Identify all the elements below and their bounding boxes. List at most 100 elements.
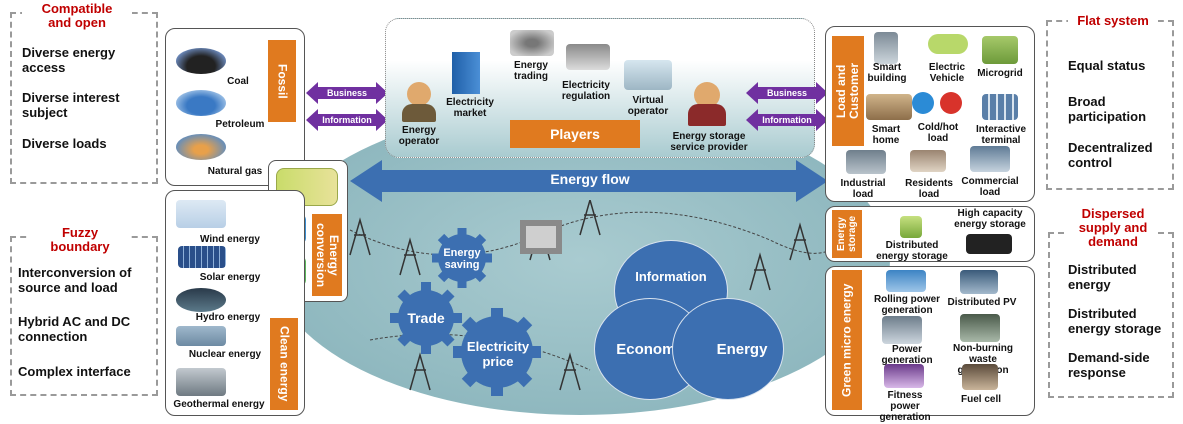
smart-home-image (866, 94, 912, 120)
electricity-market-label: Electricity market (446, 97, 494, 119)
nuclear-image (176, 326, 226, 346)
left-information-label: Information (322, 115, 372, 125)
information-circle-label: Information (635, 268, 707, 284)
fitness-power-label: Fitness power generation (879, 390, 931, 423)
right-business-label: Business (766, 88, 808, 98)
coal-image (176, 48, 226, 74)
rolling-power-label: Rolling power generation (873, 294, 941, 316)
virtual-operator-image (624, 60, 672, 90)
trade-gear: Trade (407, 310, 445, 326)
flat-system-title: Flat system (1068, 14, 1158, 28)
geothermal-energy-label: Geothermal energy (173, 399, 265, 410)
cold-hot-load-label: Cold/hot load (917, 122, 959, 144)
distributed-storage-battery (900, 216, 922, 238)
virtual-operator-label: Virtual operator (627, 95, 669, 117)
commercial-load-label: Commercial load (961, 176, 1019, 198)
right-top-item-3: Decentralized control (1068, 140, 1153, 170)
energy-circle: Energy (672, 298, 784, 400)
compatible-open-title: Compatible and open (22, 2, 132, 30)
fitness-power-image (884, 364, 924, 388)
energy-operator-person (407, 82, 431, 106)
energy-operator-label: Energy operator (398, 125, 440, 147)
dispersed-title: Dispersed supply and demand (1068, 207, 1158, 249)
energy-trading-image (510, 30, 554, 56)
green-micro-label: Green micro energy (832, 270, 862, 410)
microgrid-image (982, 36, 1018, 64)
electric-vehicle-image (928, 34, 968, 54)
energy-flow-arrow (350, 160, 828, 202)
wind-energy-label: Wind energy (200, 234, 260, 245)
right-link-arrows (746, 82, 828, 131)
electricity-regulation-image (566, 44, 610, 70)
coal-label: Coal (227, 76, 249, 87)
residents-load-label: Residents load (905, 178, 953, 200)
electricity-regulation-label: Electricity regulation (561, 80, 611, 102)
electricity-market-building (452, 52, 480, 94)
economy-circle-label: Economy (616, 340, 684, 358)
geothermal-image (176, 368, 226, 396)
fuel-cell-label: Fuel cell (960, 394, 1001, 405)
energy-saving-gear: Energy saving (443, 247, 481, 271)
energy-trading-label: Energy trading (514, 60, 548, 82)
right-information-label: Information (762, 115, 812, 125)
power-glass-image (882, 316, 922, 344)
wind-image (176, 200, 226, 228)
residents-load-image (910, 150, 946, 172)
energy-flow-label: Energy flow (550, 171, 630, 187)
fuzzy-boundary-title: Fuzzy boundary (30, 226, 130, 254)
distributed-pv-label: Distributed PV (947, 297, 1017, 308)
right-top-item-1: Equal status (1068, 58, 1146, 73)
left-business-label: Business (326, 88, 368, 98)
high-capacity-storage-label: High capacity energy storage (954, 208, 1026, 230)
right-top-item-2: Broad participation (1068, 94, 1147, 124)
high-capacity-battery (966, 234, 1012, 254)
electricity-price-gear: Electricity price (466, 339, 530, 369)
right-bottom-item-1: Distributed energy (1068, 262, 1137, 292)
load-customer-label: Load and Customer (832, 36, 864, 146)
left-top-item-2: Diverse interest subject (22, 90, 120, 120)
commercial-load-image (970, 146, 1010, 172)
hydro-energy-label: Hydro energy (195, 312, 261, 323)
waste-generation-image (960, 314, 1000, 342)
natural-gas-label: Natural gas (207, 166, 263, 177)
petroleum-image (176, 90, 226, 116)
solar-energy-label: Solar energy (199, 272, 261, 283)
petroleum-label: Petroleum (215, 119, 265, 130)
energy-operator-body (402, 104, 436, 122)
left-bottom-item-3: Complex interface (18, 364, 131, 379)
storage-provider-person (694, 82, 720, 108)
energy-circle-label: Energy (716, 340, 768, 358)
microgrid-label: Microgrid (977, 68, 1023, 79)
gears-graphic (390, 228, 541, 396)
left-bottom-item-2: Hybrid AC and DC connection (18, 314, 131, 344)
fuel-cell-image (962, 364, 998, 390)
rolling-power-image (886, 270, 926, 292)
fossil-label: Fossil (268, 40, 296, 122)
smart-home-label: Smart home (871, 124, 901, 146)
hydro-image (176, 288, 226, 312)
interactive-terminal-label: Interactive terminal (975, 124, 1027, 146)
smart-building-image (874, 32, 898, 64)
interactive-terminal-image (982, 94, 1018, 120)
smart-building-label: Smart building (867, 62, 907, 84)
storage-provider-body (688, 104, 726, 126)
energy-storage-label: Energy storage (832, 210, 862, 258)
hot-load-icon (940, 92, 962, 114)
left-link-arrows (306, 82, 388, 131)
players-label: Players (510, 120, 640, 148)
natural-gas-image (176, 134, 226, 160)
left-bottom-item-1: Interconversion of source and load (18, 265, 132, 295)
electric-vehicle-label: Electric Vehicle (928, 62, 966, 84)
distributed-pv-image (960, 270, 998, 294)
right-bottom-item-3: Demand-side response (1068, 350, 1150, 380)
storage-provider-label: Energy storage service provider (670, 131, 748, 153)
nuclear-energy-label: Nuclear energy (188, 349, 262, 360)
industrial-load-image (846, 150, 886, 174)
left-top-item-1: Diverse energy access (22, 45, 116, 75)
industrial-load-label: Industrial load (840, 178, 886, 200)
distributed-storage-label: Distributed energy storage (876, 240, 948, 262)
energy-conversion-label: Energy conversion (312, 214, 342, 296)
clean-energy-label: Clean energy (270, 318, 298, 410)
right-bottom-item-2: Distributed energy storage (1068, 306, 1162, 336)
left-top-item-3: Diverse loads (22, 136, 107, 151)
